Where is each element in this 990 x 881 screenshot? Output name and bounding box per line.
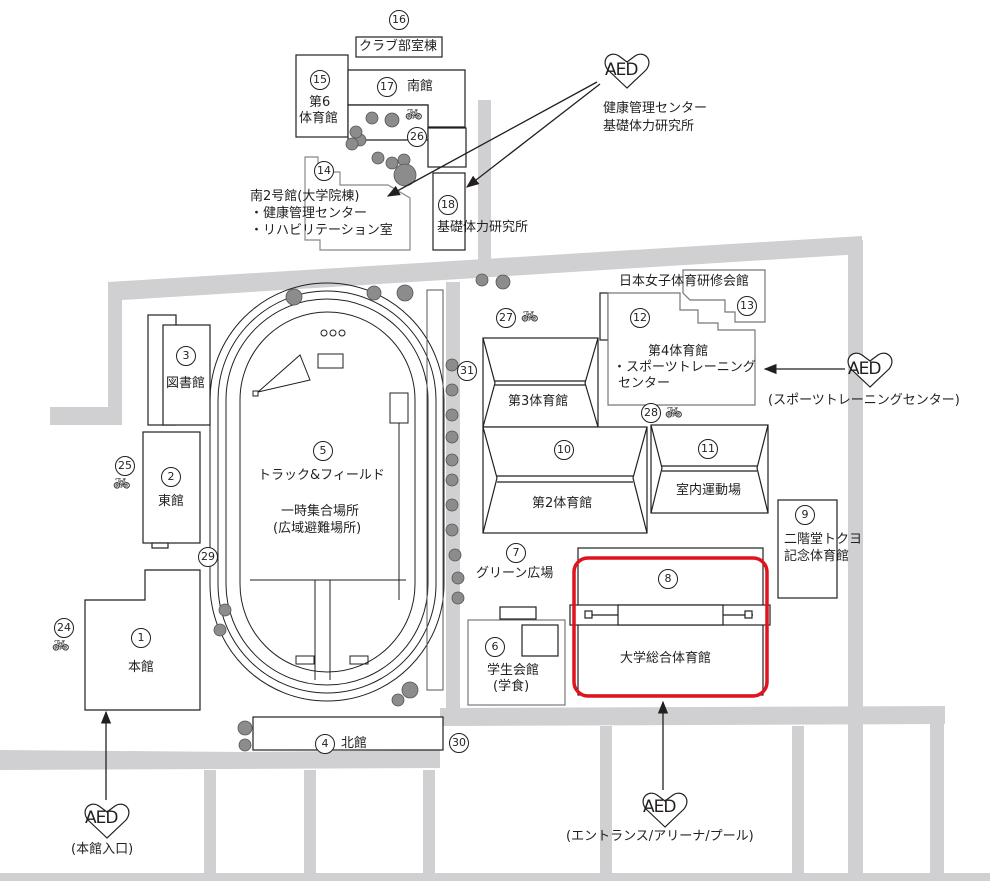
building-3-name[interactable]: 図書館: [166, 376, 206, 391]
aed-arrows: [100, 81, 845, 800]
road-east: [848, 240, 863, 881]
building-11-number: 11: [698, 439, 718, 459]
aed-label-main-building[interactable]: AED: [85, 808, 118, 828]
bicycle-icon: 🚲︎: [665, 405, 683, 421]
aed-label-gymnasium[interactable]: AED: [643, 797, 676, 817]
bicycle-icon: 🚲︎: [113, 476, 131, 492]
building-12-sub2: センター: [618, 376, 671, 391]
building-16-name[interactable]: クラブ部室棟: [359, 39, 438, 54]
building-15-sub1: 体育館: [299, 111, 339, 126]
building-9-sub1: 記念体育館: [784, 549, 850, 564]
building-15-number: 15: [310, 70, 330, 90]
bicycle-icon: 🚲︎: [52, 638, 70, 654]
point-31-number: 31: [457, 361, 477, 381]
roads: [0, 100, 990, 881]
building-12-number: 12: [630, 308, 650, 328]
building-7-number: 7: [506, 543, 526, 563]
building-3-number: 3: [176, 346, 196, 366]
highlight-gymnasium: [572, 556, 769, 698]
building-2-name[interactable]: 東館: [158, 494, 185, 509]
building-4-number: 4: [315, 734, 335, 754]
aed-caption-main-building: (本館入口): [71, 842, 134, 857]
point-30-number: 30: [449, 733, 469, 753]
building-11-name[interactable]: 室内運動場: [676, 483, 742, 498]
building-10-number: 10: [554, 440, 574, 460]
gym-3-name[interactable]: 第3体育館: [508, 394, 569, 409]
buildings: [84, 36, 838, 751]
point-29-number: 29: [198, 547, 218, 567]
aed-caption-gymnasium: (エントランス/アリーナ/プール): [566, 829, 754, 844]
building-9-name[interactable]: 二階堂トクヨ: [784, 532, 863, 547]
building-6-number: 6: [485, 637, 505, 657]
road-southwest: [0, 750, 440, 770]
building-6-sub1: (学食): [493, 679, 530, 694]
aed-caption-training-center: (スポーツトレーニングセンター): [768, 393, 960, 408]
building-18-name[interactable]: 基礎体力研究所: [437, 220, 529, 235]
building-15-name[interactable]: 第6: [309, 95, 331, 110]
building-12-sub1: ・スポーツトレーニング: [613, 360, 756, 375]
building-16-number: 16: [389, 10, 409, 30]
bicycle-icon: 🚲︎: [521, 309, 539, 325]
building-14-number: 14: [314, 161, 334, 181]
aed-label-training-center[interactable]: AED: [848, 359, 881, 379]
parking-24-number: 24: [54, 618, 74, 638]
building-5-number: 5: [313, 441, 333, 461]
road-south: [440, 706, 945, 726]
parking-25-number: 25: [115, 456, 135, 476]
parking-27-number: 27: [496, 308, 516, 328]
building-14-sub2: ・リハビリテーション室: [250, 223, 393, 238]
building-10-name[interactable]: 第2体育館: [532, 496, 593, 511]
building-17-name[interactable]: 南館: [407, 79, 434, 94]
building-5-sub2: (広域避難場所): [273, 521, 362, 536]
building-6-name[interactable]: 学生会館: [487, 663, 540, 678]
building-4-name[interactable]: 北館: [341, 736, 368, 751]
building-5-sub1: 一時集合場所: [281, 504, 360, 519]
building-9-number: 9: [795, 505, 815, 525]
building-14-sub1: ・健康管理センター: [250, 206, 368, 221]
building-13-number: 13: [737, 296, 757, 316]
building-5-name[interactable]: トラック&フィールド: [258, 468, 385, 483]
building-12-name[interactable]: 第4体育館: [648, 344, 709, 359]
building-18-number: 18: [438, 195, 458, 215]
building-8-number: 8: [658, 569, 678, 589]
road-north: [50, 236, 862, 425]
building-17-number: 17: [377, 77, 397, 97]
building-8-name[interactable]: 大学総合体育館: [620, 651, 712, 666]
parking-28-number: 28: [641, 403, 661, 423]
aed-label-health-center[interactable]: AED: [605, 60, 638, 80]
heart-icons: [84, 53, 893, 839]
trees: [213, 111, 511, 752]
aed-caption-health-center-2: 基礎体力研究所: [603, 119, 695, 134]
bicycle-icon: 🚲︎: [405, 107, 423, 123]
building-13-name[interactable]: 日本女子体育研修会館: [619, 274, 750, 289]
parking-26-number: 26: [407, 127, 427, 147]
building-2-number: 2: [161, 467, 181, 487]
building-7-name[interactable]: グリーン広場: [476, 566, 554, 581]
road-south-vertical: [478, 100, 491, 270]
building-1-number: 1: [131, 628, 151, 648]
aed-caption-health-center-1: 健康管理センター: [603, 101, 708, 116]
building-1-name[interactable]: 本館: [128, 660, 155, 675]
track: [209, 282, 445, 702]
building-14-name[interactable]: 南2号館(大学院棟): [250, 189, 360, 204]
